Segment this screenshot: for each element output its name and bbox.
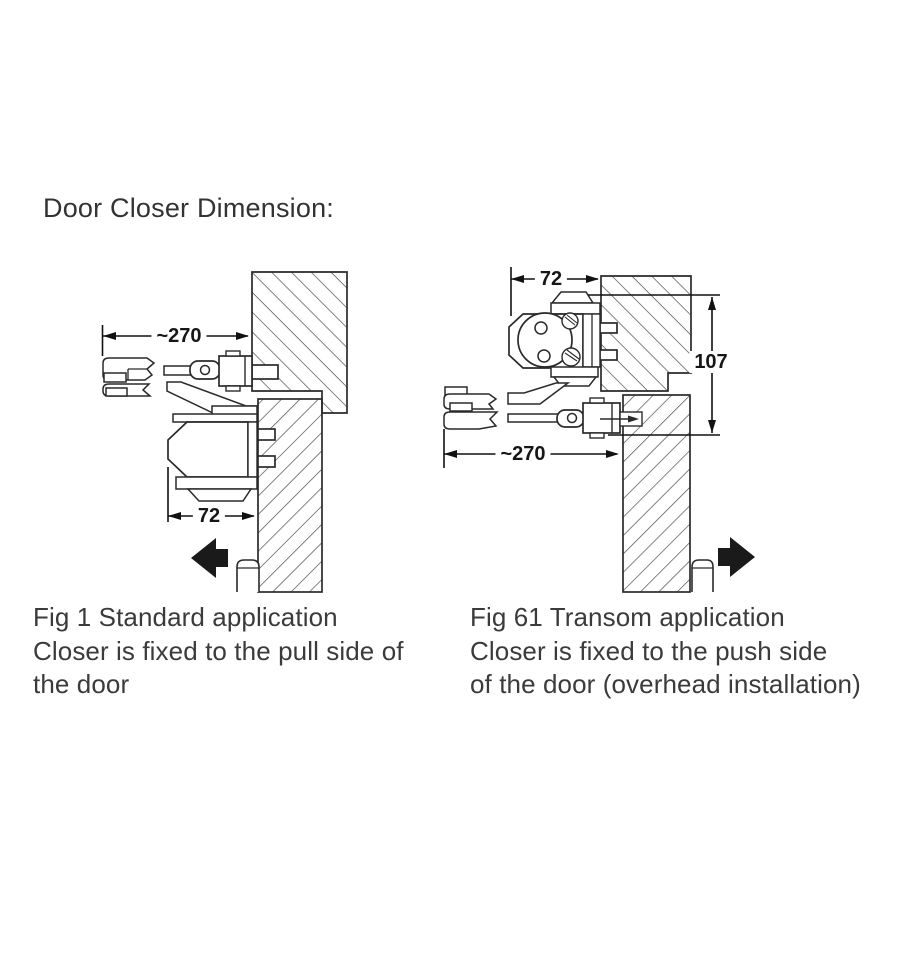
fig61-dim-label-72: 72 — [534, 268, 568, 290]
fig1-caption: Fig 1 Standard application Closer is fix… — [33, 601, 404, 702]
fig61-transom-section — [600, 275, 692, 392]
fig61-door-handle — [691, 559, 714, 592]
fig1-frame-section — [251, 271, 348, 414]
fig61-caption-line3: of the door (overhead installation) — [470, 669, 861, 699]
fig61-caption: Fig 61 Transom application Closer is fix… — [470, 601, 861, 702]
fig61-cam-disc — [517, 312, 573, 368]
fig1-dim-label-72: 72 — [192, 505, 226, 527]
fig61-broken-door-leaf — [443, 386, 499, 430]
page-title: Door Closer Dimension: — [43, 193, 334, 223]
fig1-swing-arrow-icon — [191, 538, 228, 578]
fig1-door-section — [257, 398, 323, 593]
fig1-broken-door-leaf — [102, 357, 156, 397]
fig1-caption-line3: the door — [33, 669, 130, 699]
fig61-valve-screws — [561, 312, 581, 367]
fig61-swing-arrow-icon — [718, 537, 755, 577]
fig1-door-screw-top — [257, 428, 276, 441]
fig1-drawing — [101, 271, 348, 593]
fig1-caption-line1: Fig 1 Standard application — [33, 602, 338, 632]
fig1-caption-line2: Closer is fixed to the pull side of — [33, 635, 404, 666]
fig1-frame-fixing — [251, 364, 279, 380]
fig61-drawing — [443, 267, 755, 593]
fig61-door-section — [622, 394, 691, 593]
fig61-caption-line1: Fig 61 Transom application — [470, 602, 785, 632]
fig1-door-handle — [236, 559, 260, 592]
fig1-closer-body — [167, 413, 258, 502]
fig1-arm-assembly — [163, 350, 258, 417]
fig61-dim-label-270: ~270 — [495, 443, 551, 465]
fig1-door-screw-bottom — [257, 455, 276, 468]
fig61-caption-line2: Closer is fixed to the push side — [470, 635, 828, 666]
fig61-frame-screw-top — [599, 322, 618, 334]
fig61-dim-label-107: 107 — [689, 351, 733, 373]
fig1-dim-label-270: ~270 — [151, 325, 207, 347]
fig61-arm-assembly — [507, 382, 643, 439]
fig61-frame-screw-bottom — [599, 349, 618, 361]
fig61-closer-body — [508, 291, 601, 387]
